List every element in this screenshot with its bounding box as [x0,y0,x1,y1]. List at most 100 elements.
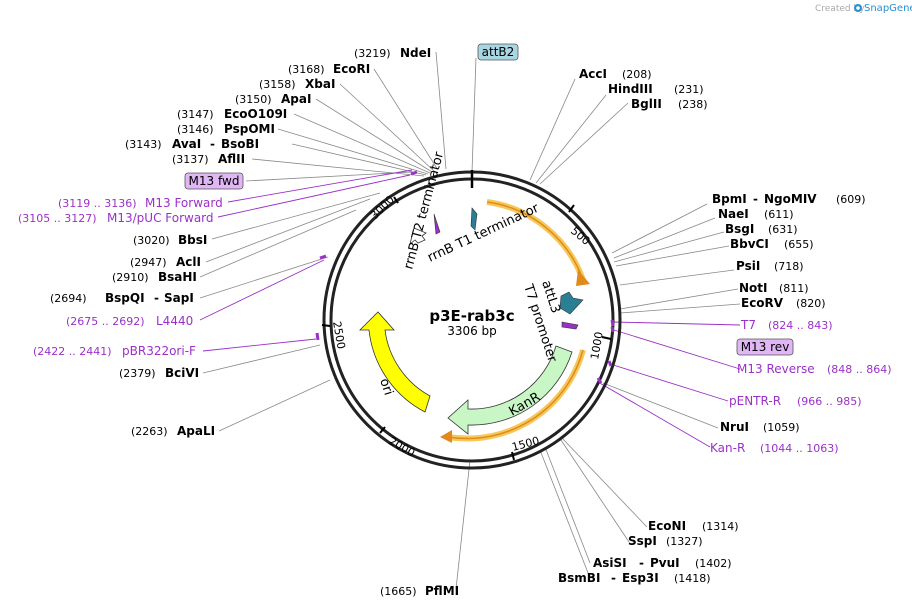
enzyme-bglii[interactable]: BglII [631,97,662,111]
enzyme-bcivi[interactable]: BciVI [165,366,199,380]
m13-rev-box[interactable] [736,338,794,356]
primer-m13-forward[interactable]: M13 Forward [145,196,223,210]
enzyme-hindiii[interactable]: HindIII [608,82,653,96]
enzyme-avai-pos: (3143) [125,138,162,151]
enzyme-bsgi-pos: (631) [768,223,798,236]
enzyme-bbsi[interactable]: BbsI [178,233,207,247]
m13-fwd-box[interactable] [184,172,244,190]
enzyme-apai-pos: (3150) [235,93,272,106]
enzyme-acli[interactable]: AclI [176,255,201,269]
enzyme-noti-pos: (811) [779,282,809,295]
enzyme-aflii-pos: (3137) [172,153,209,166]
enzyme-labels-right: AccI (208) HindIII (231) BglII (238) Bpm… [558,67,866,585]
enzyme-asisi[interactable]: AsiSI [593,556,627,570]
enzyme-noti[interactable]: NotI [739,281,768,295]
primer-kan-r[interactable]: Kan-R [710,441,745,455]
primer-pentr-r[interactable]: pENTR-R [729,394,781,408]
enzyme-pspomi[interactable]: PspOMI [224,122,275,136]
enzyme-separator-2: - [154,291,159,305]
enzyme-separator-4: - [639,556,644,570]
enzyme-econi[interactable]: EcoNI [648,519,686,533]
enzyme-xbai[interactable]: XbaI [305,77,335,91]
attb2-label: attB2 [482,45,515,59]
enzyme-bglii-pos: (238) [678,98,708,111]
enzyme-bsgi[interactable]: BsgI [725,222,754,236]
attb2-box[interactable] [477,43,519,61]
enzyme-apali-pos: (2263) [131,425,168,438]
attl3-feature-arrow[interactable] [559,291,584,315]
m13-rev-label: M13 rev [741,340,790,354]
enzyme-psii-pos: (718) [774,260,804,273]
enzyme-apai[interactable]: ApaI [281,92,311,106]
rrnb-t2-terminator-arrow[interactable] [409,227,427,246]
enzyme-pvui[interactable]: PvuI [650,556,680,570]
primer-m13-reverse[interactable]: M13 Reverse [737,362,815,376]
orange-arc-bottom-line [447,349,584,440]
rrnb-t1-marker [433,213,441,235]
credit-brand: SnapGene [864,3,912,14]
primer-ticks [315,170,615,384]
primer-m13-reverse-range: (848 .. 864) [827,363,892,376]
enzyme-bpmi[interactable]: BpmI [712,192,747,206]
enzyme-ecoo109i-pos: (3147) [177,108,214,121]
primer-m13puc-forward-range: (3105 .. 3127) [18,212,97,225]
plasmid-name: p3E-rab3c [429,307,514,325]
enzyme-avai[interactable]: AvaI [172,137,201,151]
enzyme-ecoo109i[interactable]: EcoO109I [224,107,287,121]
enzyme-psii[interactable]: PsiI [736,259,760,273]
primer-kan-r-range: (1044 .. 1063) [760,442,839,455]
enzyme-bspqi[interactable]: BspQI [105,291,145,305]
tick-label-2000: 2000 [387,434,418,459]
enzyme-acli-pos: (2947) [130,256,167,269]
enzyme-separator-3: - [753,192,758,206]
ori-feature-arrow[interactable] [359,311,431,413]
tick-label-3000: 3000 [368,193,397,222]
enzyme-sspi-pos: (1327) [666,535,703,548]
credit-text: Created by [815,4,865,14]
enzyme-ecori[interactable]: EcoRI [333,62,370,76]
primer-m13-forward-range: (3119 .. 3136) [58,197,137,210]
enzyme-acci[interactable]: AccI [579,67,607,81]
tick-label-1000: 1000 [588,331,606,361]
enzyme-pspomi-pos: (3146) [177,123,214,136]
primer-l4440[interactable]: L4440 [156,314,193,328]
enzyme-ngomiv[interactable]: NgoMIV [764,192,817,206]
enzyme-asisi-pos: (1402) [695,557,732,570]
enzyme-pflmi[interactable]: PflMI [425,584,459,598]
enzyme-bsobi[interactable]: BsoBI [221,137,259,151]
enzyme-acci-pos: (208) [622,68,652,81]
enzyme-aflii[interactable]: AflII [218,152,245,166]
enzyme-nrui[interactable]: NruI [720,420,749,434]
orange-arrowhead-top [576,270,590,286]
primer-pbr322ori-f-range: (2422 .. 2441) [33,345,112,358]
enzyme-naei-pos: (611) [764,208,794,221]
enzyme-ecorv-pos: (820) [796,297,826,310]
snapgene-logo-icon [854,4,862,12]
tick-label-2500: 2500 [330,320,348,350]
enzyme-ecorv[interactable]: EcoRV [741,296,784,310]
kanr-feature-arrow[interactable] [447,345,573,435]
enzyme-ndei[interactable]: NdeI [400,46,431,60]
attb2-feature-arrow[interactable] [470,207,478,231]
enzyme-bsahi[interactable]: BsaHI [158,270,197,284]
primer-m13puc-forward[interactable]: M13/pUC Forward [107,211,214,225]
enzyme-bcivi-pos: (2379) [119,367,156,380]
enzyme-sspi[interactable]: SspI [628,534,657,548]
enzyme-sapi[interactable]: SapI [164,291,194,305]
enzyme-naei[interactable]: NaeI [718,207,749,221]
enzyme-bbvci-pos: (655) [784,238,814,251]
primer-t7[interactable]: T7 [740,318,756,332]
enzyme-esp3i[interactable]: Esp3I [622,571,659,585]
enzyme-ecori-pos: (3168) [288,63,325,76]
plasmid-length: 3306 bp [447,324,497,338]
enzyme-econi-pos: (1314) [702,520,739,533]
enzyme-separator-5: - [611,571,616,585]
enzyme-bbvci[interactable]: BbvCI [730,237,769,251]
enzyme-bspqi-pos: (2694) [50,292,87,305]
primer-pbr322ori-f[interactable]: pBR322ori-F [122,344,196,358]
enzyme-bsmbi[interactable]: BsmBI [558,571,600,585]
primer-labels: (3119 .. 3136) M13 Forward (3105 .. 3127… [18,196,892,455]
tick-marks [321,196,612,461]
enzyme-apali[interactable]: ApaLI [177,424,215,438]
